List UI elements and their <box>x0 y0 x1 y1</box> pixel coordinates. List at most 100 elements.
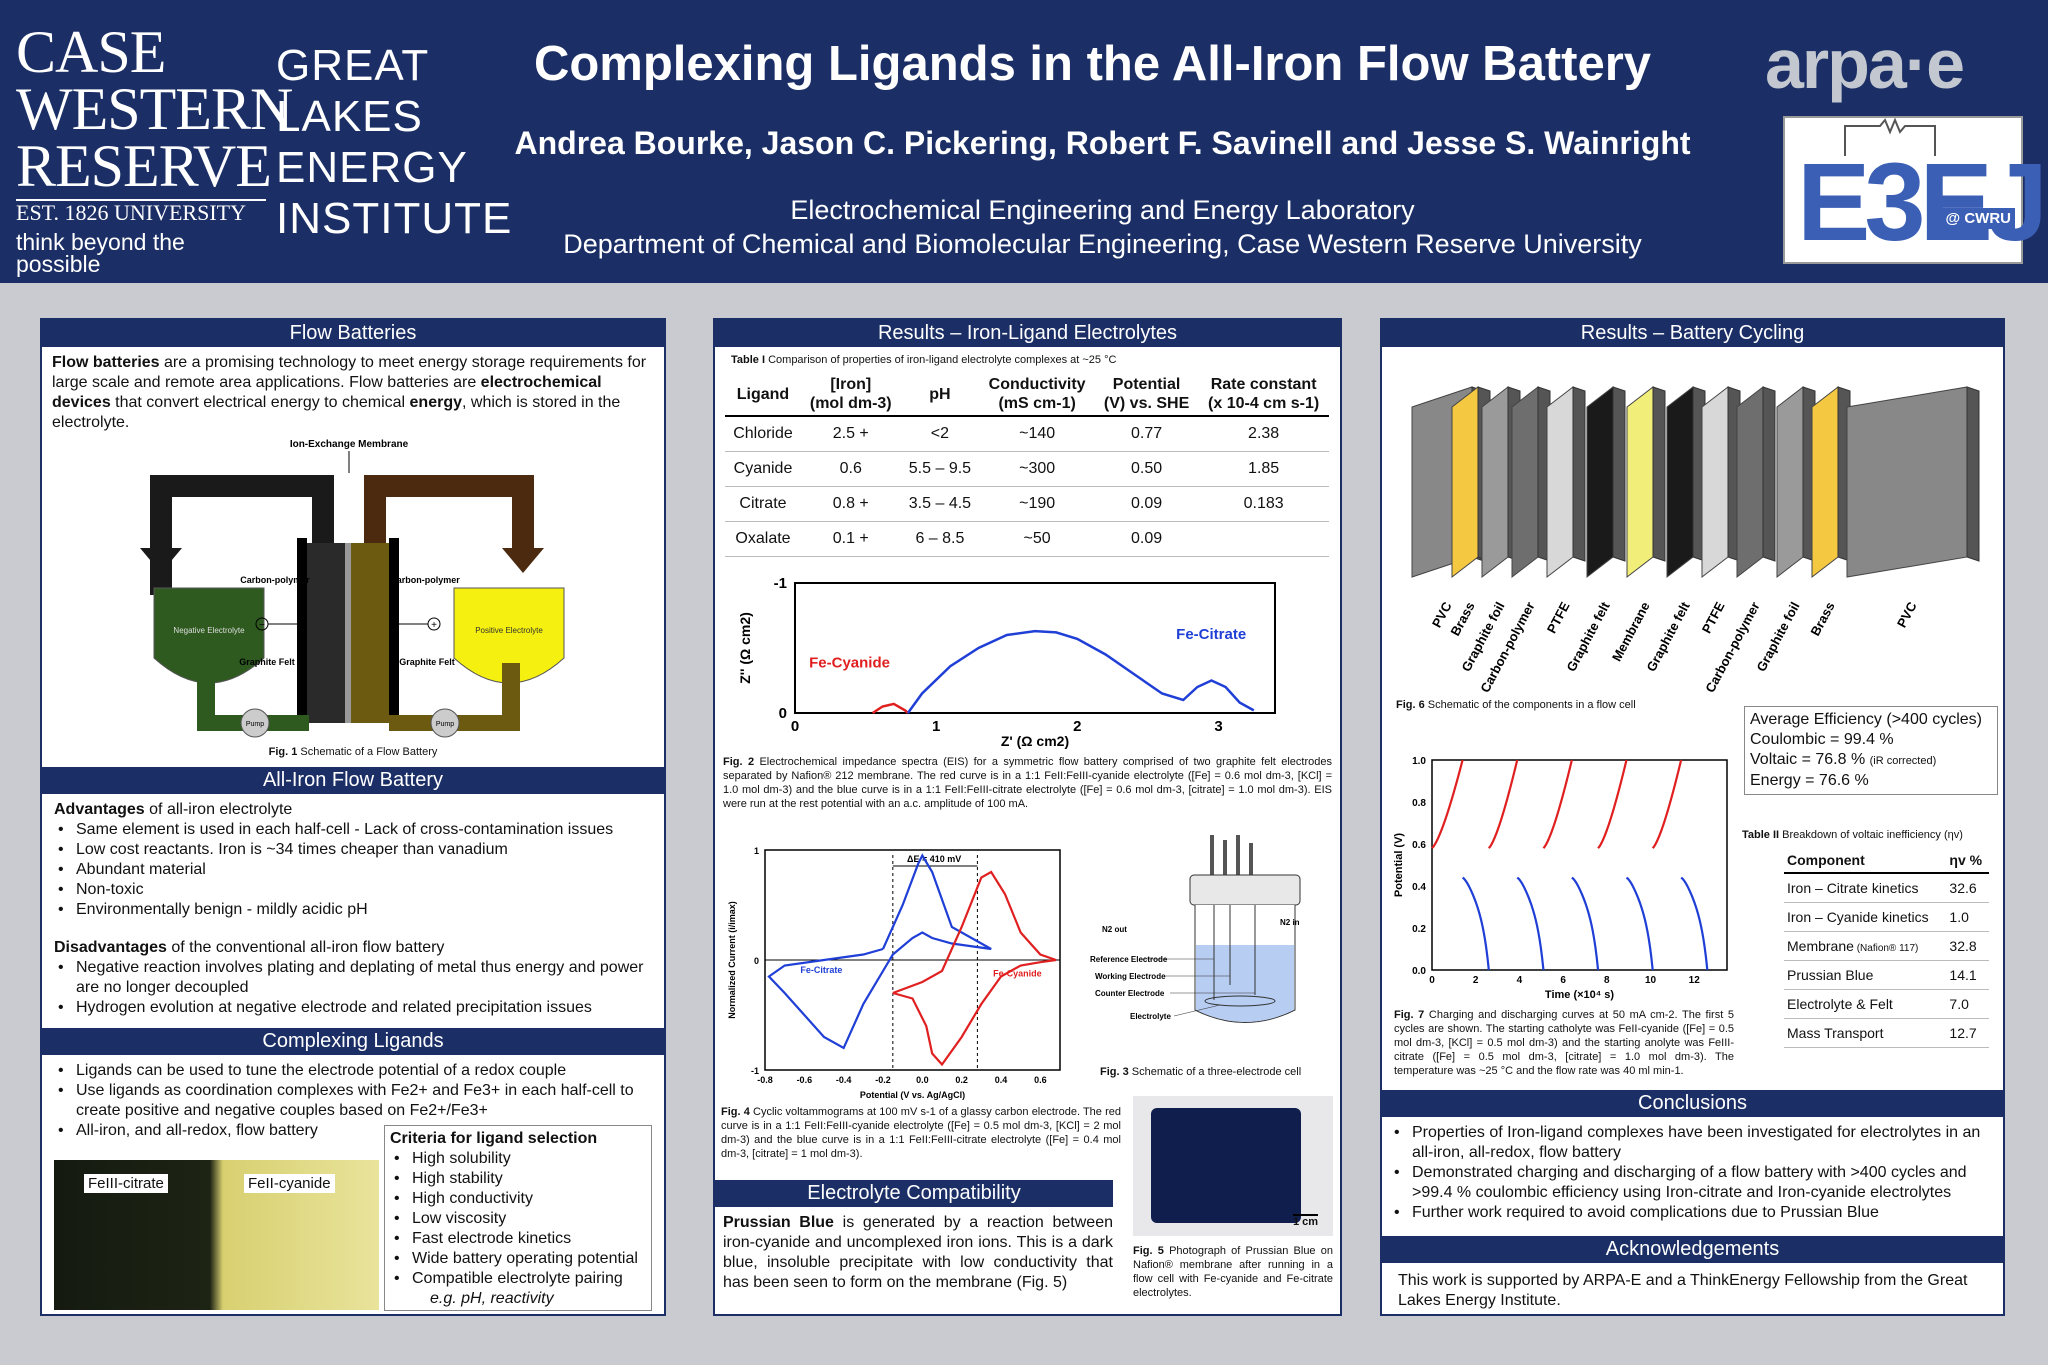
list-item: Fast electrode kinetics <box>390 1229 646 1249</box>
table-cell: Membrane (Nafion® 117) <box>1784 931 1947 961</box>
component-plate <box>1776 385 1804 579</box>
y-tick-label: -1 <box>774 575 787 592</box>
criteria-title: Criteria for ligand selection <box>390 1130 598 1147</box>
conclusions-list: Properties of Iron-ligand complexes have… <box>1390 1123 1995 1223</box>
plot-frame <box>794 582 1276 714</box>
neg-return-pipe <box>197 663 215 731</box>
x-tick-label: 2 <box>1073 718 1081 735</box>
table-cell: 0.77 <box>1094 416 1199 452</box>
list-item: All-iron, and all-redox, flow battery <box>54 1121 652 1141</box>
table-cell: 5.5 – 9.5 <box>900 451 980 487</box>
series-label: Fe-Cyanide <box>809 655 890 672</box>
cp-right <box>389 538 399 728</box>
logo-est: EST. 1826 UNIVERSITY <box>16 199 266 224</box>
neg-pipe-top <box>150 475 325 497</box>
component-label: PTFE <box>1699 599 1728 636</box>
leader-line <box>1173 1004 1221 1017</box>
discharge-curve <box>1680 876 1709 971</box>
efficiency-line: Average Efficiency (>400 cycles) <box>1750 711 1982 728</box>
x-tick-label: 4 <box>1517 975 1523 986</box>
table-cell: Iron – Citrate kinetics <box>1784 873 1947 903</box>
section-header-conclusions: Conclusions <box>1382 1090 2003 1117</box>
list-item: High stability <box>390 1169 646 1189</box>
component-plate <box>1846 386 1968 578</box>
table-header: pH <box>900 373 980 417</box>
pos-return-pipe <box>502 663 520 731</box>
x-axis-label: Time (×10⁴ s) <box>1545 989 1614 1001</box>
table-cell: 0.183 <box>1198 486 1329 522</box>
label-n2-out: N2 out <box>1102 925 1127 934</box>
ligand-photo: FeIII-citrate FeII-cyanide <box>54 1160 379 1310</box>
table-header: Rate constant(x 10-4 cm s-1) <box>1198 373 1329 417</box>
neg-halfcell <box>307 543 345 723</box>
section-header-flow-batteries: Flow Batteries <box>42 320 664 347</box>
component-plate <box>1626 385 1654 579</box>
table-cell: 6 – 8.5 <box>900 521 980 557</box>
component-plate <box>1511 385 1539 579</box>
flow-intro: Flow batteries are a promising technolog… <box>52 354 647 431</box>
table-cell: 0.6 <box>800 451 901 487</box>
efficiency-box: Average Efficiency (>400 cycles) Coulomb… <box>1744 706 1998 795</box>
section-header-compat: Electrolyte Compatibility <box>715 1180 1113 1207</box>
component-label: Graphite felt <box>1563 599 1613 674</box>
list-item: Environmentally benign - mildly acidic p… <box>54 900 652 920</box>
discharge-curve <box>1571 876 1600 971</box>
neg-label: Negative Electrolyte <box>173 626 245 635</box>
neg-arrow <box>140 548 182 573</box>
x-tick-label: 12 <box>1689 975 1701 986</box>
photo-label-cyanide: FeII-cyanide <box>244 1174 335 1193</box>
component-plate <box>1586 385 1614 579</box>
cp-left-label: Carbon-polymer <box>240 575 310 585</box>
all-iron-body: Advantages of all-iron electrolyte Same … <box>42 794 664 1024</box>
component-plate <box>1666 385 1694 579</box>
felt-right-label: Graphite Felt <box>399 657 455 667</box>
list-item: Ligands can be used to tune the electrod… <box>54 1061 652 1081</box>
electrode-rod <box>1249 843 1253 875</box>
section-header-all-iron: All-Iron Flow Battery <box>42 767 664 794</box>
y-tick-label: 0.8 <box>1412 798 1426 809</box>
table-cell: Oxalate <box>725 521 801 557</box>
list-item: Further work required to avoid complicat… <box>1390 1203 1995 1223</box>
table-cell: ~50 <box>979 521 1095 557</box>
photo-label-citrate: FeIII-citrate <box>84 1174 168 1193</box>
component-plate <box>1701 385 1729 579</box>
logo-line: WESTERN <box>16 76 293 142</box>
list-item: Hydrogen evolution at negative electrode… <box>54 998 652 1018</box>
x-tick-label: 2 <box>1473 975 1479 986</box>
pos-halfcell <box>351 543 389 723</box>
table1-caption: Table I Comparison of properties of iron… <box>731 354 1117 366</box>
x-axis-label: Potential (V vs. Ag/AgCl) <box>860 1090 965 1100</box>
middle-column: Results – Iron-Ligand Electrolytes Table… <box>713 318 1342 1316</box>
pos-arrow <box>502 548 544 573</box>
component-label: PVC <box>1894 599 1920 630</box>
charge-curve <box>1542 759 1573 849</box>
x-tick-label: -0.6 <box>797 1075 813 1085</box>
charge-curve <box>1651 759 1683 849</box>
fig6-caption: Fig. 6 Schematic of the components in a … <box>1396 699 1636 711</box>
x-tick-label: 1 <box>932 718 940 735</box>
list-item: Properties of Iron-ligand complexes have… <box>1390 1123 1995 1163</box>
arpa-e-logo: arpa·e <box>1765 25 1965 103</box>
x-tick-label: 8 <box>1604 975 1610 986</box>
charge-curve <box>1431 759 1464 849</box>
x-tick-label: 0.6 <box>1034 1075 1047 1085</box>
complexing-list: Ligands can be used to tune the electrod… <box>54 1061 652 1141</box>
neg-pipe-down <box>312 475 334 545</box>
table-cell <box>1198 521 1329 557</box>
y-tick-label: -1 <box>751 1066 759 1076</box>
fig5-photo: 1 cm <box>1133 1096 1333 1236</box>
y-tick-label: 0.2 <box>1412 924 1426 935</box>
section-header-ack: Acknowledgements <box>1382 1236 2003 1263</box>
fig3-cell-diagram: N2 out N2 in Reference Electrode Working… <box>1090 835 1301 1023</box>
plot-frame <box>1431 759 1728 971</box>
cp-right-label: Carbon-polymer <box>390 575 460 585</box>
label-counter: Counter Electrode <box>1095 989 1165 998</box>
poster-authors: Andrea Bourke, Jason C. Pickering, Rober… <box>514 125 1691 161</box>
component-edge <box>1612 386 1626 562</box>
